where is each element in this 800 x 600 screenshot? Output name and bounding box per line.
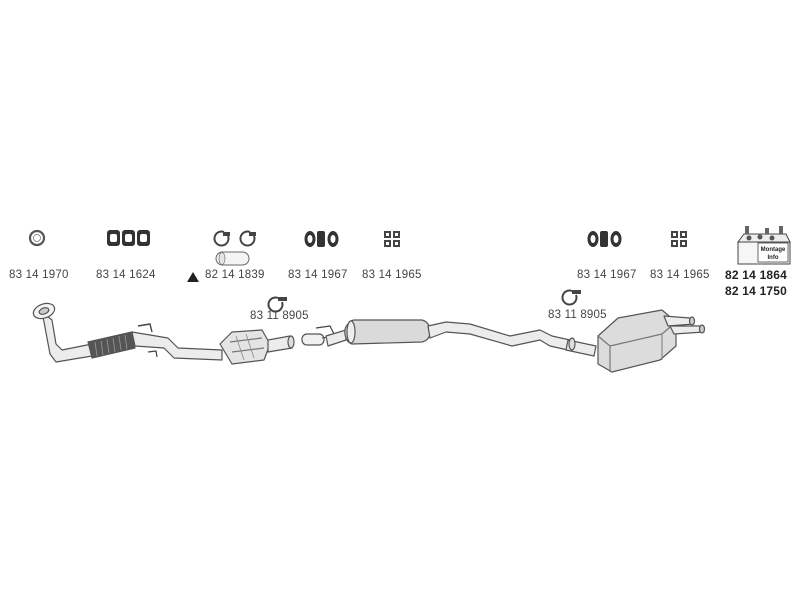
kit-box-label-line2: Info [768,255,779,261]
gasket-ring-icon [28,229,46,247]
part-number-label: 83 14 1965 [362,269,422,281]
clamp-icon [561,289,581,306]
clamp-sleeve-icon [213,230,256,266]
part-number-label: 83 14 1967 [288,269,348,281]
kit-box-label-line1: Montage [761,247,786,253]
clamp-icon [267,296,287,313]
part-number-label: 83 11 8905 [548,309,607,321]
bolt-set-icon [384,231,400,247]
part-number-label: 83 14 1624 [96,269,156,281]
part-number-label: 83 14 1967 [577,269,637,281]
exhaust-pipe-assembly [32,302,706,373]
rubber-mount-icon [587,231,622,247]
rubber-hanger-icon [107,230,150,246]
part-number-label: 82 14 1864 [725,268,788,282]
part-number-label: 83 14 1970 [9,269,69,281]
part-number-label: 83 11 8905 [250,310,309,322]
part-number-label: 82 14 1750 [725,284,788,298]
part-number-label: 82 14 1839 [205,269,265,281]
bolt-set-icon [671,231,687,247]
part-number-label: 83 14 1965 [650,269,710,281]
rubber-mount-icon [304,231,339,247]
mounting-kit-box-icon: Montage Info [737,226,791,265]
warning-triangle-icon [187,272,199,282]
